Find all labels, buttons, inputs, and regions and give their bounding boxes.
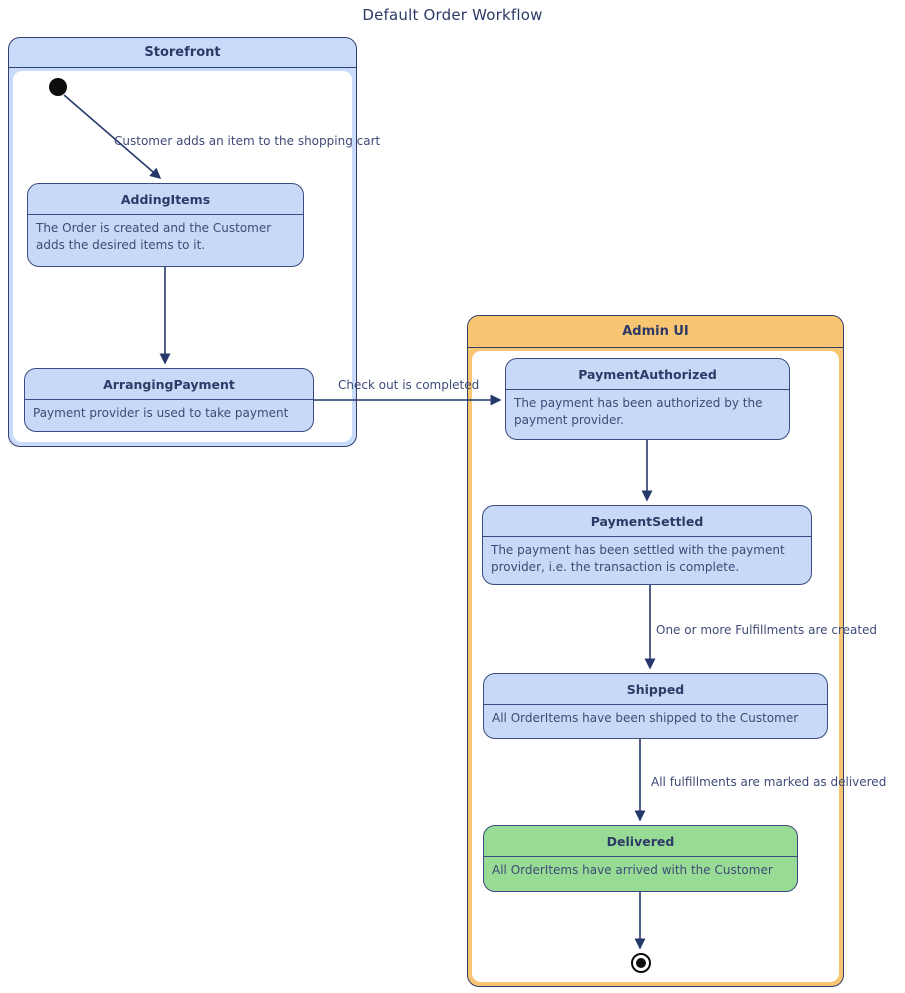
initial-state-icon bbox=[49, 78, 67, 96]
state-addingitems-description: The Order is created and the Customer ad… bbox=[36, 221, 272, 252]
final-state-inner-dot bbox=[636, 958, 646, 968]
state-arrangingpayment-title: ArrangingPayment bbox=[25, 369, 313, 400]
state-delivered-title: Delivered bbox=[484, 826, 797, 857]
container-storefront-title: Storefront bbox=[9, 38, 356, 68]
transition-label-fulfillments-created: One or more Fulfillments are created bbox=[656, 623, 878, 637]
state-arrangingpayment-description: Payment provider is used to take payment bbox=[33, 406, 289, 420]
state-delivered-description: All OrderItems have arrived with the Cus… bbox=[492, 863, 773, 877]
state-delivered: Delivered All OrderItems have arrived wi… bbox=[483, 825, 798, 892]
state-shipped-title: Shipped bbox=[484, 674, 827, 705]
final-state-icon bbox=[631, 953, 651, 973]
state-paymentsettled: PaymentSettled The payment has been sett… bbox=[482, 505, 812, 585]
state-shipped-description: All OrderItems have been shipped to the … bbox=[492, 711, 799, 725]
state-addingitems-title: AddingItems bbox=[28, 184, 303, 215]
state-paymentauthorized-title: PaymentAuthorized bbox=[506, 359, 789, 390]
state-arrangingpayment: ArrangingPayment Payment provider is use… bbox=[24, 368, 314, 432]
transition-label-add-item: Customer adds an item to the shopping ca… bbox=[114, 134, 381, 148]
state-paymentsettled-title: PaymentSettled bbox=[483, 506, 811, 537]
state-paymentsettled-description: The payment has been settled with the pa… bbox=[491, 543, 785, 574]
diagram-title: Default Order Workflow bbox=[362, 6, 543, 24]
transition-label-marked-delivered: All fulfillments are marked as delivered bbox=[651, 775, 887, 789]
state-shipped: Shipped All OrderItems have been shipped… bbox=[483, 673, 828, 739]
state-paymentauthorized-description: The payment has been authorized by the p… bbox=[514, 396, 763, 427]
state-paymentauthorized: PaymentAuthorized The payment has been a… bbox=[505, 358, 790, 440]
container-admin-ui-title: Admin UI bbox=[468, 316, 843, 348]
transition-label-checkout-completed: Check out is completed bbox=[338, 378, 480, 392]
state-addingitems: AddingItems The Order is created and the… bbox=[27, 183, 304, 267]
